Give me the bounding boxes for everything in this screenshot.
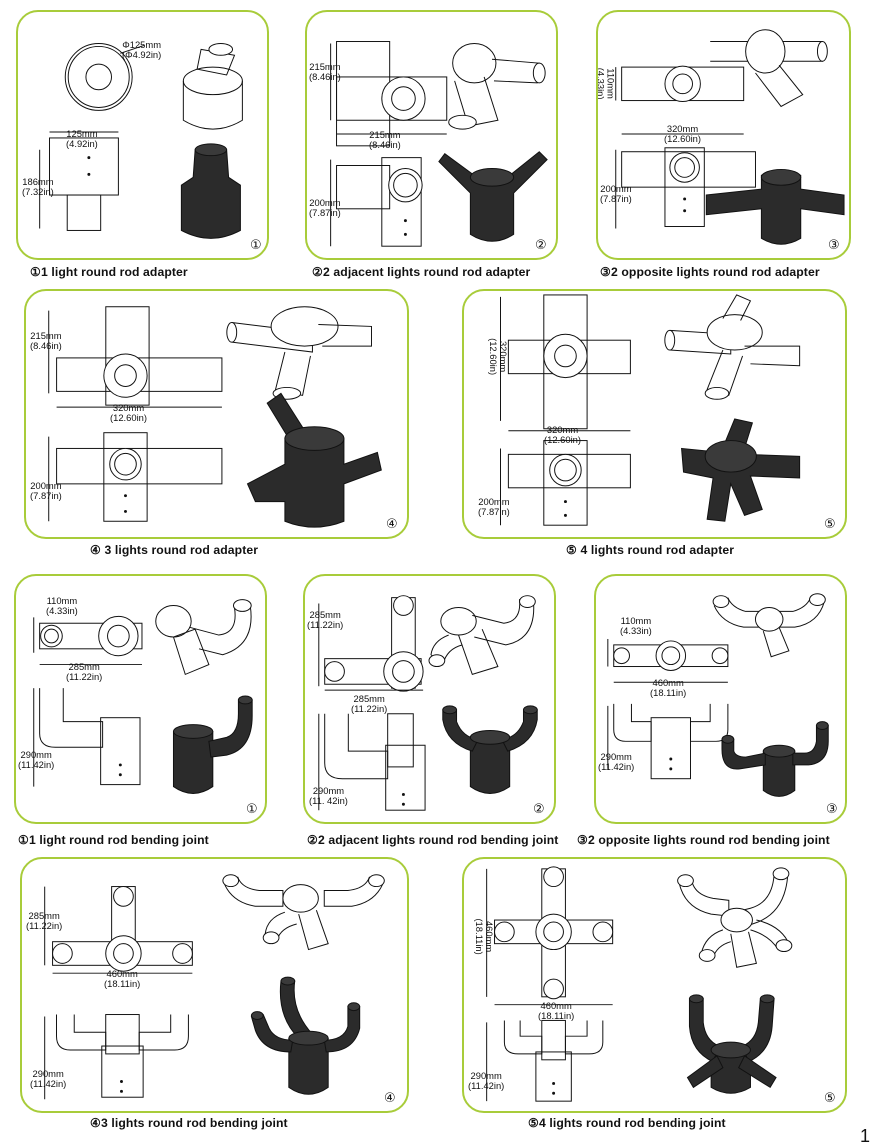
dim-c: 320mm(12.60in) [544,424,582,445]
dim-c: 460mm(18.11in) [650,677,687,698]
caption-5: ⑤ 4 lights round rod adapter [566,543,735,557]
card-number: ① [246,802,258,817]
caption-6: ①1 light round rod bending joint [18,833,209,847]
dim-e: 200mm(7.87in) [30,480,62,501]
dim-a: 215mm(8.46in) [30,330,62,351]
drawing-2-adjacent-adapter [330,41,548,247]
dim-a: Φ125mm(Φ4.92in) [122,39,162,60]
drawing-6-1-light-joint [33,599,253,794]
product-card-7-adjacent-joint: 285mm(11.22in) 285mm(11.22in) 290mm(11. … [303,574,556,824]
drawing-7-adjacent-joint [318,595,538,811]
caption-3: ③2 opposite lights round rod adapter [600,265,820,279]
dim-e: 200mm(7.87in) [600,183,632,204]
card-number: ③ [826,802,838,817]
card-number: ① [250,238,262,253]
dim-e: 290mm(11.42in) [598,751,635,772]
dim-c: 320mm(12.60in) [110,402,148,423]
caption-4: ④ 3 lights round rod adapter [90,543,259,557]
dim-e: 290mm(11. 42in) [309,785,348,806]
caption-8: ③2 opposite lights round rod bending joi… [577,833,830,847]
drawing-1-light-adapter [39,42,243,239]
caption-2: ②2 adjacent lights round rod adapter [312,265,531,279]
drawing-4-three-adapter [48,306,382,528]
product-card-8-opposite-joint: 110mm(4.33in) 460mm(18.11in) 290mm(11.42… [594,574,847,824]
product-card-3-opposite-adapter: 110mm(4.33in) 320mm(12.60in) 200mm(7.87i… [596,10,851,260]
caption-10: ⑤4 lights round rod bending joint [528,1116,726,1130]
drawing-8-opposite-joint [607,593,829,797]
drawing-9-three-joint [44,874,385,1100]
card-number: ② [535,238,547,253]
drawing-5-four-adapter [500,294,801,526]
dim-c: 215mm(8.46in) [369,129,401,150]
product-card-5-four-adapter: 320mm(12.60in) 320mm(12.60in) 200mm(7.87… [462,289,847,539]
dim-e: 200mm(7.87in) [309,197,341,218]
caption-9: ④3 lights round rod bending joint [90,1116,288,1130]
drawing-10-four-joint [486,866,793,1102]
product-card-2-adjacent-adapter: 215mm(8.46in) 215mm(8.46in) 200mm(7.87in… [305,10,558,260]
product-card-1-light-adapter: Φ125mm(Φ4.92in) 125mm(4.92in) 186mm(7.32… [16,10,269,260]
dim-e: 290mm(11.42in) [468,1070,505,1091]
dim-a: 320mm(12.60in) [488,338,510,376]
dim-a: 215mm(8.46in) [309,61,341,82]
dim-a: 110mm(4.33in) [596,67,617,100]
card-number: ④ [386,517,398,532]
caption-7: ②2 adjacent lights round rod bending joi… [307,833,559,847]
card-number: ⑤ [824,1091,836,1106]
dim-e: 290mm(11.42in) [30,1068,67,1089]
caption-1: ①1 light round rod adapter [30,265,188,279]
dim-c: 460mm(18.11in) [104,968,141,989]
dim-c: 285mm(11.22in) [66,661,103,682]
card-number: ④ [384,1091,396,1106]
card-number: ③ [828,238,840,253]
dim-e: 186mm(7.32in) [22,176,54,197]
dim-e: 200mm(7.87in) [478,496,510,517]
product-card-9-three-joint: 285mm(11.22in) 460mm(18.11in) 290mm(11.4… [20,857,409,1113]
dim-a: 110mm(4.33in) [620,615,652,636]
dim-c: 320mm(12.60in) [664,123,702,144]
dim-c: 460mm(18.11in) [538,1000,575,1021]
dim-a: 285mm(11.22in) [307,609,344,630]
card-number: ⑤ [824,517,836,532]
drawing-3-opposite-adapter [615,29,845,245]
card-number: ② [533,802,545,817]
dim-c: 285mm(11.22in) [351,693,388,714]
product-card-4-three-adapter: 215mm(8.46in) 320mm(12.60in) 200mm(7.87i… [24,289,409,539]
product-card-6-1-light-joint: 110mm(4.33in) 285mm(11.22in) 290mm(11.42… [14,574,267,824]
dim-a: 285mm(11.22in) [26,910,63,931]
dim-a: 460mm(18.11in) [474,918,495,955]
page-number: 1 [860,1126,871,1146]
dim-c: 125mm(4.92in) [66,128,98,149]
dim-a: 110mm(4.33in) [46,595,78,616]
dim-e: 290mm(11.42in) [18,749,55,770]
product-card-10-four-joint: 460mm(18.11in) 460mm(18.11in) 290mm(11.4… [462,857,847,1113]
